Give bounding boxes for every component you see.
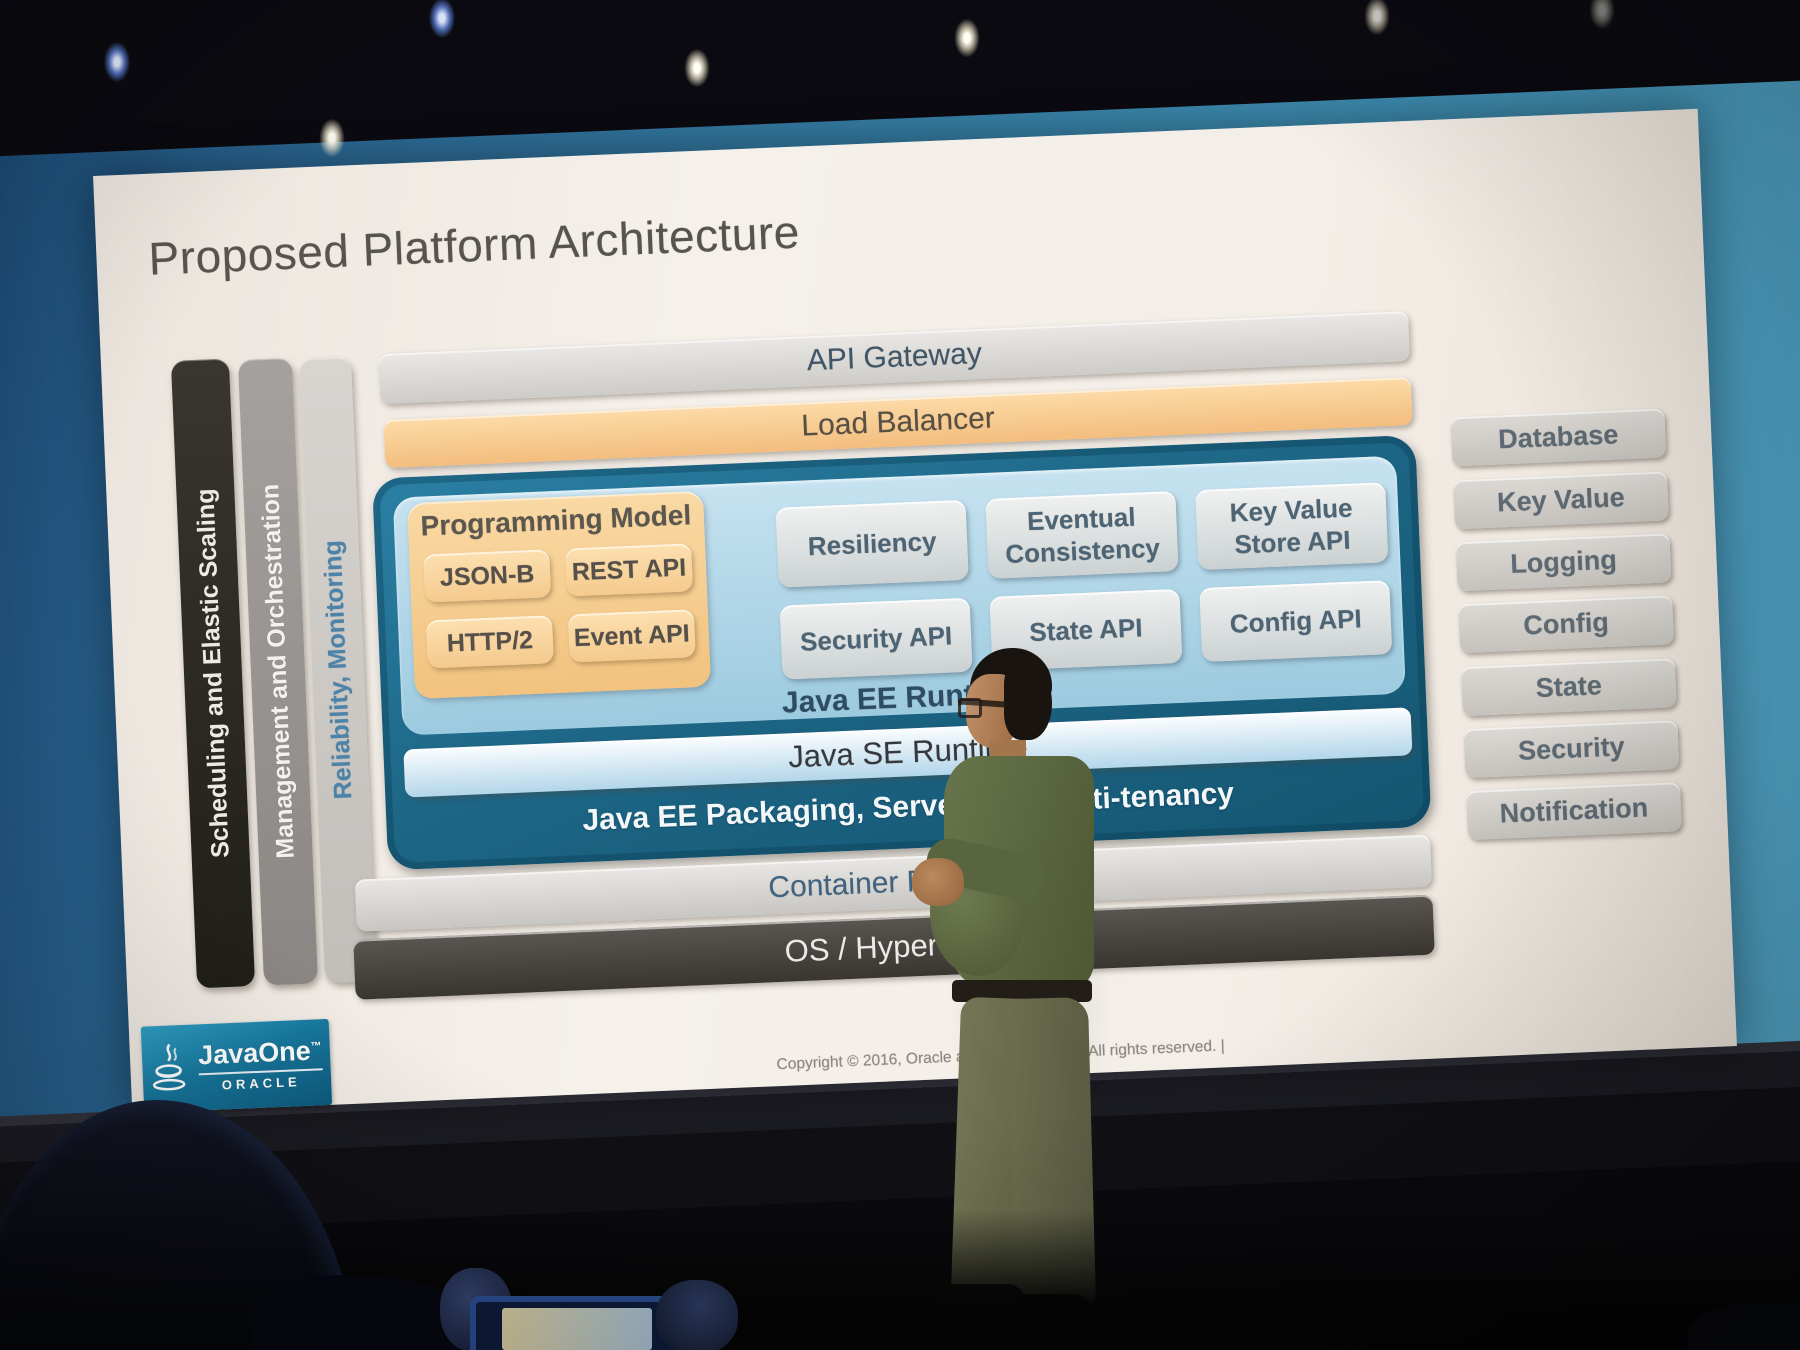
- ceiling-spotlight-icon: [1585, 0, 1619, 36]
- ceiling-spotlight-icon: [1360, 0, 1394, 42]
- api-gateway-label: API Gateway: [806, 336, 983, 378]
- ceiling-spotlight-icon: [425, 0, 459, 44]
- java-cup-icon: [153, 1043, 186, 1091]
- http2-box: HTTP/2: [425, 615, 554, 669]
- oracle-wordmark: ORACLE: [198, 1067, 324, 1093]
- eventual-consistency-box: Eventual Consistency: [985, 490, 1179, 579]
- rail-label: Management and Orchestration: [255, 483, 300, 860]
- json-b-box: JSON-B: [423, 549, 552, 603]
- event-api-box: Event API: [567, 609, 696, 663]
- trademark-symbol: ™: [310, 1039, 322, 1053]
- service-security: Security: [1463, 720, 1680, 779]
- javaone-logo: JavaOne™ ORACLE: [140, 1018, 333, 1113]
- service-notification: Notification: [1466, 782, 1682, 841]
- ceiling-spotlight-icon: [950, 12, 984, 64]
- presenter: [900, 648, 1190, 1348]
- ceiling-spotlight-icon: [315, 112, 349, 164]
- service-state: State: [1460, 658, 1677, 717]
- config-api-box: Config API: [1199, 580, 1393, 663]
- rail-label: Reliability, Monitoring: [318, 540, 357, 801]
- service-logging: Logging: [1455, 533, 1672, 592]
- load-balancer-label: Load Balancer: [800, 401, 996, 443]
- programming-model-group: Programming Model JSON-B REST API HTTP/2…: [407, 490, 711, 700]
- presenter-hair-back: [1004, 664, 1052, 740]
- presenter-glasses-lens: [958, 698, 982, 718]
- audience-phone-screen: [502, 1308, 652, 1350]
- resiliency-box: Resiliency: [775, 499, 969, 588]
- presentation-slide: Proposed Platform Architecture Schedulin…: [93, 108, 1737, 1114]
- programming-model-title: Programming Model: [420, 499, 692, 542]
- ceiling-spotlight-icon: [680, 42, 714, 94]
- service-config: Config: [1458, 595, 1675, 654]
- javaone-wordmark: JavaOne™: [197, 1035, 322, 1070]
- ceiling-spotlight-icon: [100, 36, 134, 88]
- rest-api-box: REST API: [565, 543, 693, 597]
- key-value-store-api-box: Key Value Store API: [1195, 482, 1389, 571]
- audience-hand: [656, 1280, 738, 1350]
- presenter-belt: [952, 980, 1092, 1002]
- presenter-hands: [912, 858, 964, 906]
- rail-label: Scheduling and Elastic Scaling: [190, 488, 235, 859]
- service-database: Database: [1450, 408, 1667, 467]
- slide-title: Proposed Platform Architecture: [147, 205, 801, 285]
- service-key-value: Key Value: [1453, 471, 1669, 530]
